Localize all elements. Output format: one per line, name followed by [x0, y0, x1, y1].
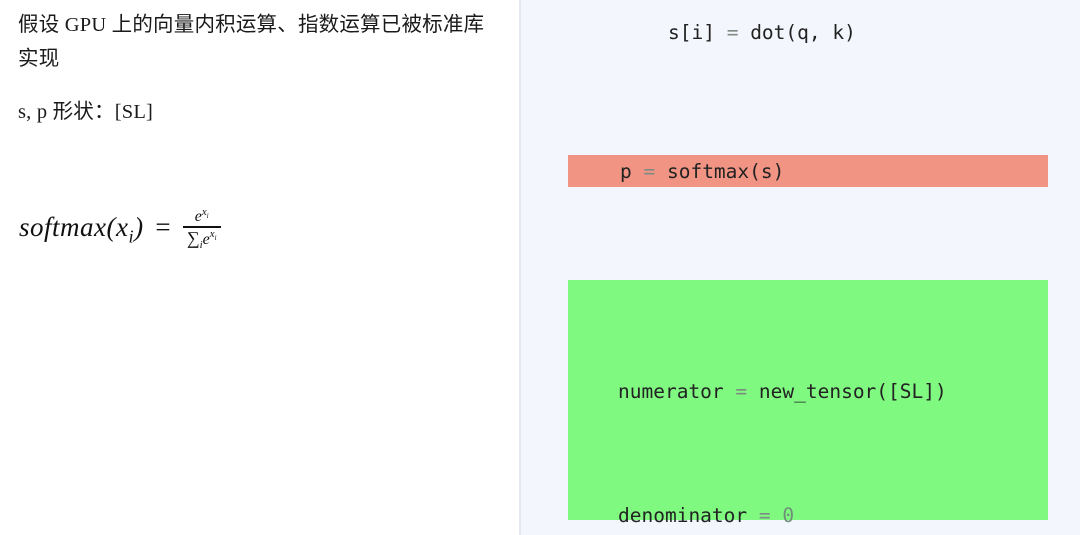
formula-lhs-text: softmax( [19, 212, 116, 243]
numerator-init-expression: new_tensor([SL]) [747, 380, 947, 403]
formula-numerator: exi [189, 205, 215, 226]
softmax-expansion-block: numerator = new_tensor([SL]) denominator… [568, 280, 1048, 527]
denominator-init-space [771, 504, 783, 527]
panel-divider [519, 0, 521, 535]
assumption-paragraph: 假设 GPU 上的向量内积运算、指数运算已被标准库实现 [18, 14, 485, 70]
dot-target: s[i] [668, 21, 727, 44]
formula-fraction: exi ∑iexi [182, 205, 221, 251]
denominator-base: e [202, 230, 210, 248]
left-panel: 假设 GPU 上的向量内积运算、指数运算已被标准库实现 s, p 形状：[SL]… [0, 0, 519, 535]
code-line-denominator-init: denominator = 0 [618, 500, 982, 531]
softmax-operator: = [643, 160, 656, 183]
denominator-exponent-var: x [209, 228, 215, 241]
softmax-expression: softmax(s) [655, 160, 785, 183]
shape-paragraph: s, p 形状：[SL] [18, 101, 154, 123]
denominator-init-value: 0 [782, 504, 795, 527]
denominator-exponent: xi [209, 228, 217, 243]
code-line-numerator-init: numerator = new_tensor([SL]) [618, 376, 982, 407]
numerator-exponent-var: x [201, 205, 207, 218]
code-line-softmax: p = softmax(s) [620, 156, 784, 187]
denominator-init-target: denominator [618, 504, 759, 527]
softmax-highlight-block: p = softmax(s) [568, 155, 1048, 187]
summation-index: i [199, 238, 203, 251]
formula-equals: = [153, 212, 172, 243]
numerator-init-target: numerator [618, 380, 736, 403]
code-line-dot-product: s[i] = dot(q, k) [668, 17, 856, 48]
summation-icon: ∑ [186, 227, 200, 248]
numerator-exponent-sub: i [206, 210, 209, 220]
fraction-bar [182, 226, 221, 228]
softmax-formula: softmax(xi) = exi ∑iexi [19, 205, 221, 251]
formula-lhs-var-sub: i [128, 226, 135, 247]
dot-expression: dot(q, k) [738, 21, 856, 44]
code-body: numerator = new_tensor([SL]) denominator… [618, 283, 982, 535]
softmax-target: p [620, 160, 644, 183]
formula-denominator: ∑iexi [183, 227, 221, 251]
formula-lhs: softmax(xi) [19, 212, 144, 246]
denominator-init-operator: = [758, 504, 771, 527]
denominator-exponent-sub: i [214, 233, 217, 243]
numerator-base: e [194, 208, 202, 225]
formula-lhs-close: ) [134, 212, 144, 243]
numerator-exponent: xi [201, 205, 209, 220]
right-panel: s[i] = dot(q, k) p = softmax(s) numerato… [521, 0, 1080, 535]
dot-operator: = [726, 21, 739, 44]
numerator-init-operator: = [735, 380, 748, 403]
formula-lhs-var: x [115, 212, 129, 243]
